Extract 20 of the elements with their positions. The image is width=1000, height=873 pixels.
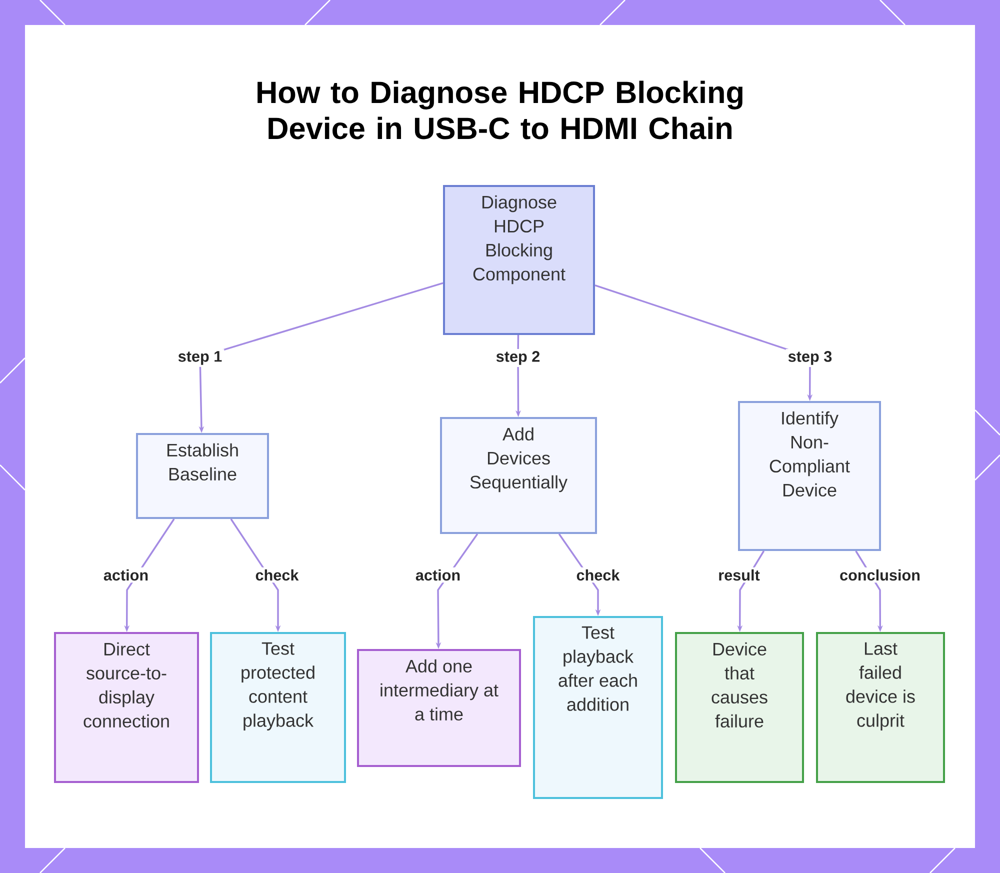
edge-label: conclusion	[838, 567, 922, 583]
edge-label: step 1	[176, 349, 224, 367]
edge-label: action	[413, 567, 463, 583]
title: How to Diagnose HDCP Blocking Device in USB-C to HDMI Chain	[258, 80, 742, 140]
edge-label: result	[716, 567, 762, 583]
process-box: Establish Baseline	[136, 433, 269, 519]
process-box: Direct source-to-display connection	[54, 632, 199, 783]
edge-label: check	[253, 567, 301, 583]
process-box: Add Devices Sequentially	[440, 417, 597, 534]
process-box: Test protected content playback	[210, 632, 346, 783]
edge-label: action	[101, 567, 151, 583]
process-box: Device that causes failure	[675, 632, 804, 783]
edge-label: check	[574, 567, 622, 583]
process-box: Add one intermediary at a time	[357, 649, 521, 767]
process-box: Diagnose HDCP Blocking Component	[443, 185, 595, 335]
edge-label: step 3	[786, 349, 834, 367]
process-box: Identify Non-Compliant Device	[738, 401, 881, 551]
edge-label: step 2	[494, 349, 542, 367]
process-box: Test playback after each addition	[533, 616, 663, 799]
process-box: Last failed device is culprit	[816, 632, 945, 783]
